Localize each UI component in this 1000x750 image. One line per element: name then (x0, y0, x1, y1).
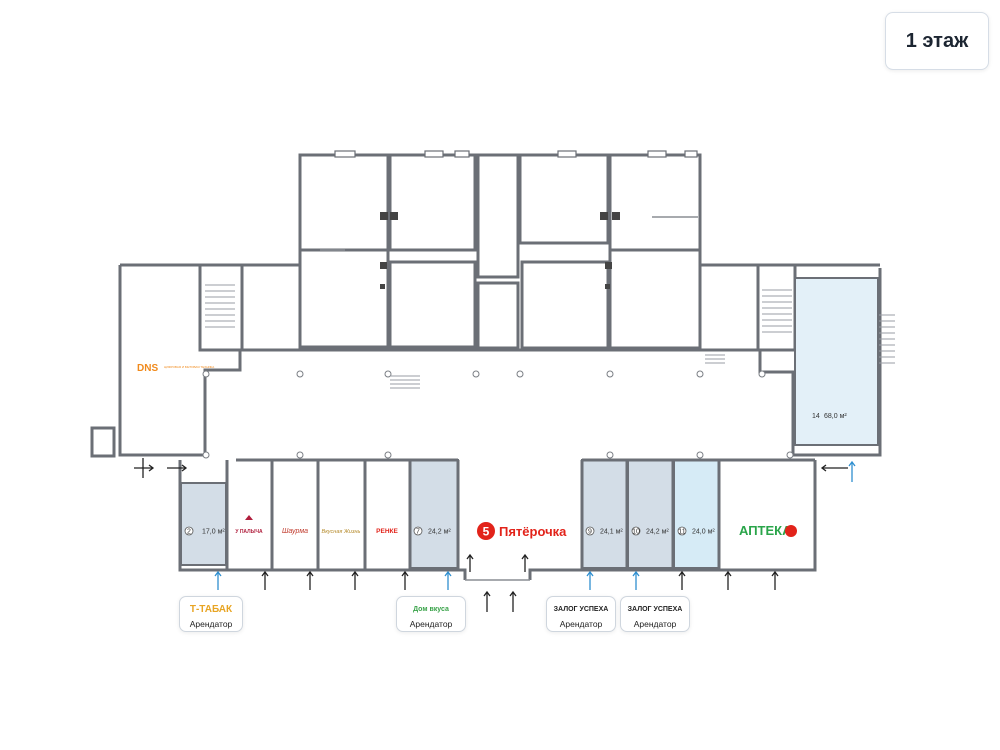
unit-7-number: 7 (416, 529, 420, 536)
tenant-card-t-tabak[interactable]: Т-ТАБАК Арендатор (179, 596, 243, 632)
unit-10-number: 10 (632, 529, 640, 536)
apteka-badge-icon (785, 525, 797, 537)
unit-14-area: 68,0 м² (824, 413, 847, 420)
unit-2-area: 17,0 м² (202, 529, 225, 536)
vkusnaya-zhizn-logo: Вкусная Жизнь (322, 529, 361, 535)
shaurma-logo: Шаурма (282, 528, 308, 535)
tenant-card-zalog-uspekha-9[interactable]: ЗАЛОГ УСПЕХА Арендатор (546, 596, 616, 632)
tenant-card-logo: ЗАЛОГ УСПЕХА (627, 606, 683, 613)
unit-14-number: 14 (812, 413, 820, 420)
pyaterochka-mark-icon (477, 522, 495, 540)
unit-10-area: 24,2 м² (646, 529, 669, 536)
pyaterochka-logo: Пятёрочка (499, 524, 567, 539)
main-hall (90, 263, 882, 581)
floor-selector[interactable]: 1 этаж (885, 12, 989, 70)
tenant-card-dom-vkusa[interactable]: Дом вкуса Арендатор (396, 596, 466, 632)
tenant-card-zalog-uspekha-10[interactable]: ЗАЛОГ УСПЕХА Арендатор (620, 596, 690, 632)
unit-11-area: 24,0 м² (692, 529, 715, 536)
entrance-arrows (134, 458, 856, 612)
unit-7-area: 24,2 м² (428, 529, 451, 536)
leasable-units (180, 277, 879, 569)
tenant-card-role: Арендатор (559, 619, 603, 629)
renke-logo: РЕНКЕ (376, 528, 398, 535)
tenant-logos: DNS ЦИФРОВАЯ И БЫТОВАЯ ТЕХНИКА У ПАЛЫЧА … (137, 363, 797, 540)
unit-9-number: 9 (588, 529, 592, 536)
shop-partitions (225, 458, 815, 570)
apteka-logo: АПТЕКА (739, 523, 792, 538)
tenant-card-logo: Т-ТАБАК (189, 604, 233, 615)
upper-wing (298, 150, 702, 350)
tenant-card-role: Арендатор (409, 619, 453, 629)
unit-11-number: 11 (678, 529, 685, 536)
tenant-card-role: Арендатор (189, 619, 233, 629)
tenant-card-logo: Дом вкуса (413, 606, 449, 613)
tenant-card-role: Арендатор (633, 619, 677, 629)
pyaterochka-mark: 5 (483, 525, 490, 539)
central-stair-mark (390, 354, 725, 389)
tenant-card-logo: ЗАЛОГ УСПЕХА (553, 606, 609, 613)
unit-labels: 2 17,0 м² 7 24,2 м² 9 24,1 м² 10 24,2 м²… (184, 413, 847, 536)
u-palycha-crown-icon (245, 515, 253, 520)
columns (202, 370, 794, 459)
unit-9-area: 24,1 м² (600, 529, 623, 536)
unit-2-number: 2 (187, 529, 191, 536)
u-palycha-logo: У ПАЛЫЧА (235, 529, 263, 535)
dns-logo: DNS (137, 363, 158, 374)
dns-subtitle: ЦИФРОВАЯ И БЫТОВАЯ ТЕХНИКА (164, 365, 214, 369)
